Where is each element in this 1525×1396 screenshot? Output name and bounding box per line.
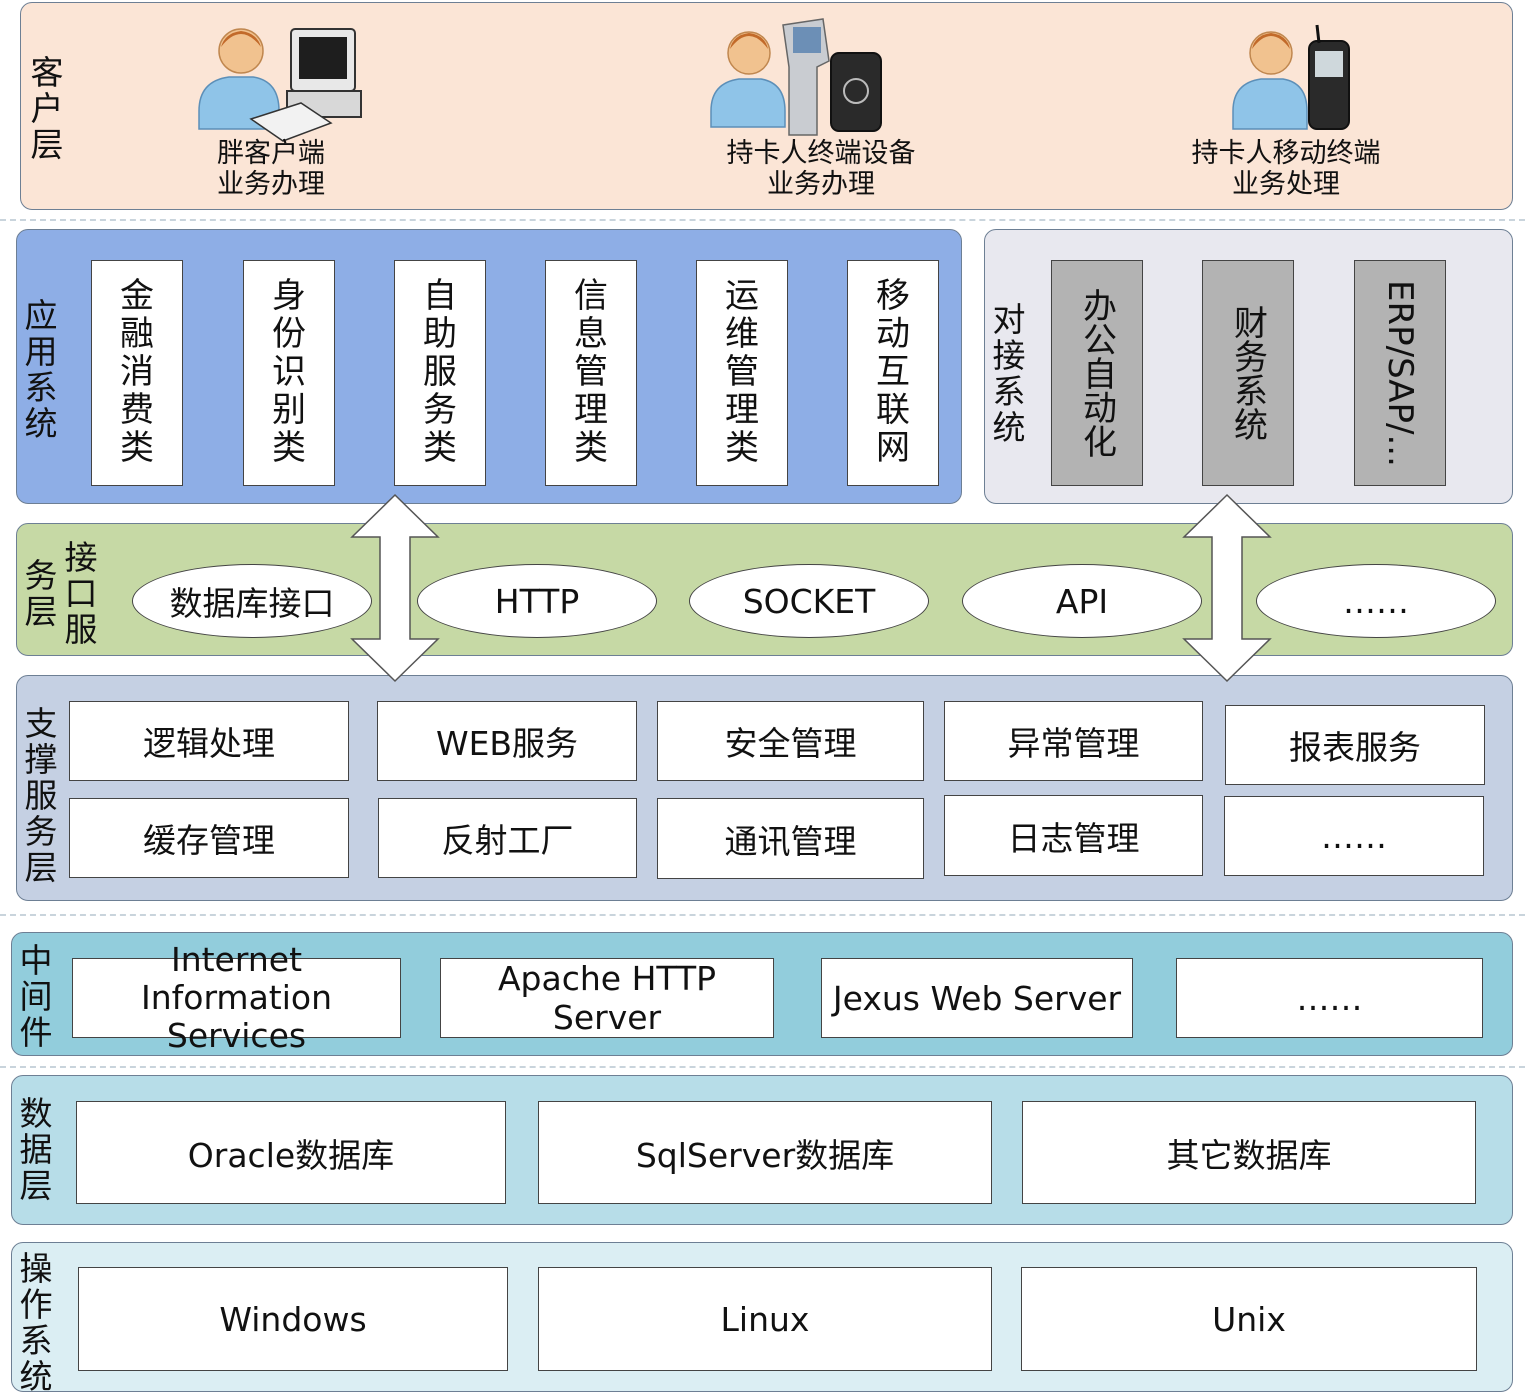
client-terminal-label: 持卡人终端设备 业务办理 [726, 138, 916, 200]
data-item: 其它数据库 [1022, 1101, 1476, 1204]
separator [0, 219, 1525, 221]
os-layer: 操作系统 Windows Linux Unix [11, 1242, 1513, 1396]
app-item: 自助服务类 [394, 260, 486, 486]
client-layer-label: 客户层 [30, 53, 64, 164]
separator [0, 914, 1525, 916]
client-mobile-label: 持卡人移动终端 业务处理 [1191, 138, 1381, 200]
middleware-item: Apache HTTP Server [440, 958, 774, 1038]
data-layer: 数据层 Oracle数据库 SqlServer数据库 其它数据库 [11, 1075, 1513, 1225]
integration-layer: 对接系统 办公自动化 财务系统 ERP/SAP/... [984, 229, 1513, 504]
interface-item: …… [1256, 564, 1496, 638]
support-item: 反射工厂 [378, 798, 637, 878]
app-layer-label: 应用系统 [24, 296, 58, 443]
integration-layer-label: 对接系统 [992, 300, 1026, 447]
interface-layer: 务层 接口服 数据库接口 HTTP SOCKET API …… [16, 523, 1513, 656]
middleware-item: Internet Information Services [72, 941, 401, 1055]
app-item: 运维管理类 [696, 260, 788, 486]
interface-item: API [962, 564, 1202, 638]
support-layer-label: 支撑服务层 [24, 704, 58, 887]
os-item: Windows [78, 1267, 508, 1371]
interface-item: HTTP [417, 564, 657, 638]
person-kiosk-icon [710, 18, 882, 136]
integration-item: ERP/SAP/... [1354, 260, 1446, 486]
support-item: 通讯管理 [657, 798, 924, 879]
app-item: 移动互联网 [847, 260, 939, 486]
data-item: SqlServer数据库 [538, 1101, 992, 1204]
support-item: 异常管理 [944, 701, 1203, 781]
app-item: 金融消费类 [91, 260, 183, 486]
client-thick-label: 胖客户端 业务办理 [217, 138, 325, 200]
integration-item: 办公自动化 [1051, 260, 1143, 486]
client-layer: 客户层 胖客户端 业务办理 持卡人终端设备 业务办理 持卡人移动终端 [20, 2, 1513, 210]
app-layer: 应用系统 金融消费类 身份识别类 自助服务类 信息管理类 运维管理类 移动互联网 [16, 229, 962, 504]
interface-item: 数据库接口 [132, 564, 372, 638]
double-arrow-icon [350, 493, 440, 683]
interface-layer-label-col1: 务层 [24, 556, 58, 631]
double-arrow-icon [1182, 493, 1272, 683]
os-layer-label: 操作系统 [19, 1249, 53, 1396]
middleware-layer: 中间件 Internet Information Services Apache… [11, 932, 1513, 1056]
app-item: 身份识别类 [243, 260, 335, 486]
support-layer: 支撑服务层 逻辑处理 WEB服务 安全管理 异常管理 报表服务 缓存管理 反射工… [16, 675, 1513, 901]
middleware-layer-label: 中间件 [19, 941, 53, 1052]
interface-layer-label-col2: 接口服 [64, 538, 98, 649]
support-item: 逻辑处理 [69, 701, 349, 781]
support-item: …… [1224, 796, 1484, 876]
middleware-item: …… [1176, 958, 1483, 1038]
support-item: 报表服务 [1225, 705, 1485, 785]
support-item: WEB服务 [377, 701, 637, 781]
support-item: 日志管理 [944, 795, 1203, 876]
interface-item: SOCKET [689, 564, 929, 638]
support-item: 安全管理 [657, 701, 924, 781]
integration-item: 财务系统 [1202, 260, 1294, 486]
middleware-item: Jexus Web Server [821, 958, 1133, 1038]
person-phone-icon [1232, 24, 1350, 130]
os-item: Linux [538, 1267, 992, 1371]
os-item: Unix [1021, 1267, 1477, 1371]
app-item: 信息管理类 [545, 260, 637, 486]
person-computer-icon [198, 28, 362, 142]
support-item: 缓存管理 [69, 798, 349, 878]
separator [0, 1066, 1525, 1068]
data-layer-label: 数据层 [19, 1094, 53, 1205]
data-item: Oracle数据库 [76, 1101, 506, 1204]
